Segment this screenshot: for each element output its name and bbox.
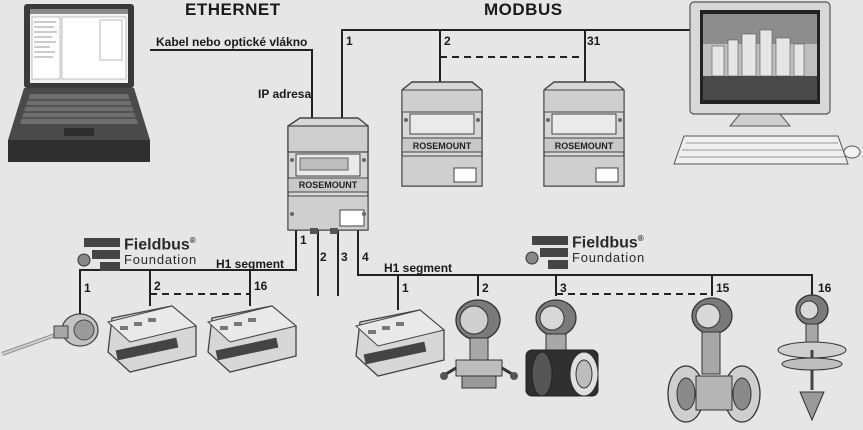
fieldbus-reg-mark: ® xyxy=(637,234,644,243)
fieldbus-name: Fieldbus xyxy=(572,234,638,252)
h1-segment-right-label: H1 segment xyxy=(384,261,453,275)
connection-lines xyxy=(79,29,813,318)
cable-label: Kabel nebo optické vlákno xyxy=(156,35,308,49)
left-device-number-1: 1 xyxy=(84,281,91,295)
modbus-2-brand-label: ROSEMOUNT xyxy=(413,141,472,151)
laptop-icon xyxy=(8,4,150,162)
fieldbus-sub: Foundation xyxy=(572,250,646,266)
h1-segment-left-label: H1 segment xyxy=(216,257,285,271)
port-number-3: 3 xyxy=(341,250,348,264)
ethernet-header: ETHERNET xyxy=(185,0,281,19)
right-device-number-2: 2 xyxy=(482,281,489,295)
modbus-trunk xyxy=(341,29,700,118)
right-field-device-16 xyxy=(777,294,847,422)
modbus-device-2 xyxy=(401,81,483,187)
fieldbus-logo-icon-left xyxy=(77,238,120,271)
fieldbus-logo-icon-right xyxy=(525,236,568,269)
modbus-device-31 xyxy=(543,81,625,187)
right-field-device-15 xyxy=(667,297,761,423)
modbus-number-2: 2 xyxy=(444,34,451,48)
right-field-device-3 xyxy=(525,299,599,397)
left-device-number-16: 16 xyxy=(254,279,268,293)
modbus-31-brand-label: ROSEMOUNT xyxy=(555,141,614,151)
right-device-number-16: 16 xyxy=(818,281,832,295)
fieldbus-logo-right: Fieldbus® Foundation xyxy=(572,234,646,266)
fieldbus-name: Fieldbus xyxy=(124,236,190,254)
right-device-number-15: 15 xyxy=(716,281,730,295)
modbus-number-1: 1 xyxy=(346,34,353,48)
left-field-device-2 xyxy=(106,305,198,373)
gateway-device xyxy=(287,117,369,234)
desktop-computer-icon xyxy=(673,1,861,165)
fieldbus-reg-mark: ® xyxy=(189,236,196,245)
ethernet-line xyxy=(150,49,313,118)
left-device-number-2: 2 xyxy=(154,279,161,293)
port-number-4: 4 xyxy=(362,250,369,264)
left-field-device-1 xyxy=(1,313,99,356)
ip-address-label: IP adresa xyxy=(258,87,312,101)
left-field-device-16 xyxy=(206,305,298,373)
fieldbus-logo-left: Fieldbus® Foundation xyxy=(124,236,198,268)
right-field-device-2 xyxy=(440,299,518,389)
port-line-4 xyxy=(357,228,813,296)
right-field-device-1 xyxy=(354,309,446,377)
gateway-brand-label: ROSEMOUNT xyxy=(299,180,358,190)
right-device-number-1: 1 xyxy=(402,281,409,295)
modbus-number-31: 31 xyxy=(587,34,601,48)
fieldbus-sub: Foundation xyxy=(124,252,198,268)
port-number-1: 1 xyxy=(300,233,307,247)
port-line-1 xyxy=(79,228,297,318)
modbus-header: MODBUS xyxy=(484,0,563,19)
port-number-2: 2 xyxy=(320,250,327,264)
right-device-number-3: 3 xyxy=(560,281,567,295)
